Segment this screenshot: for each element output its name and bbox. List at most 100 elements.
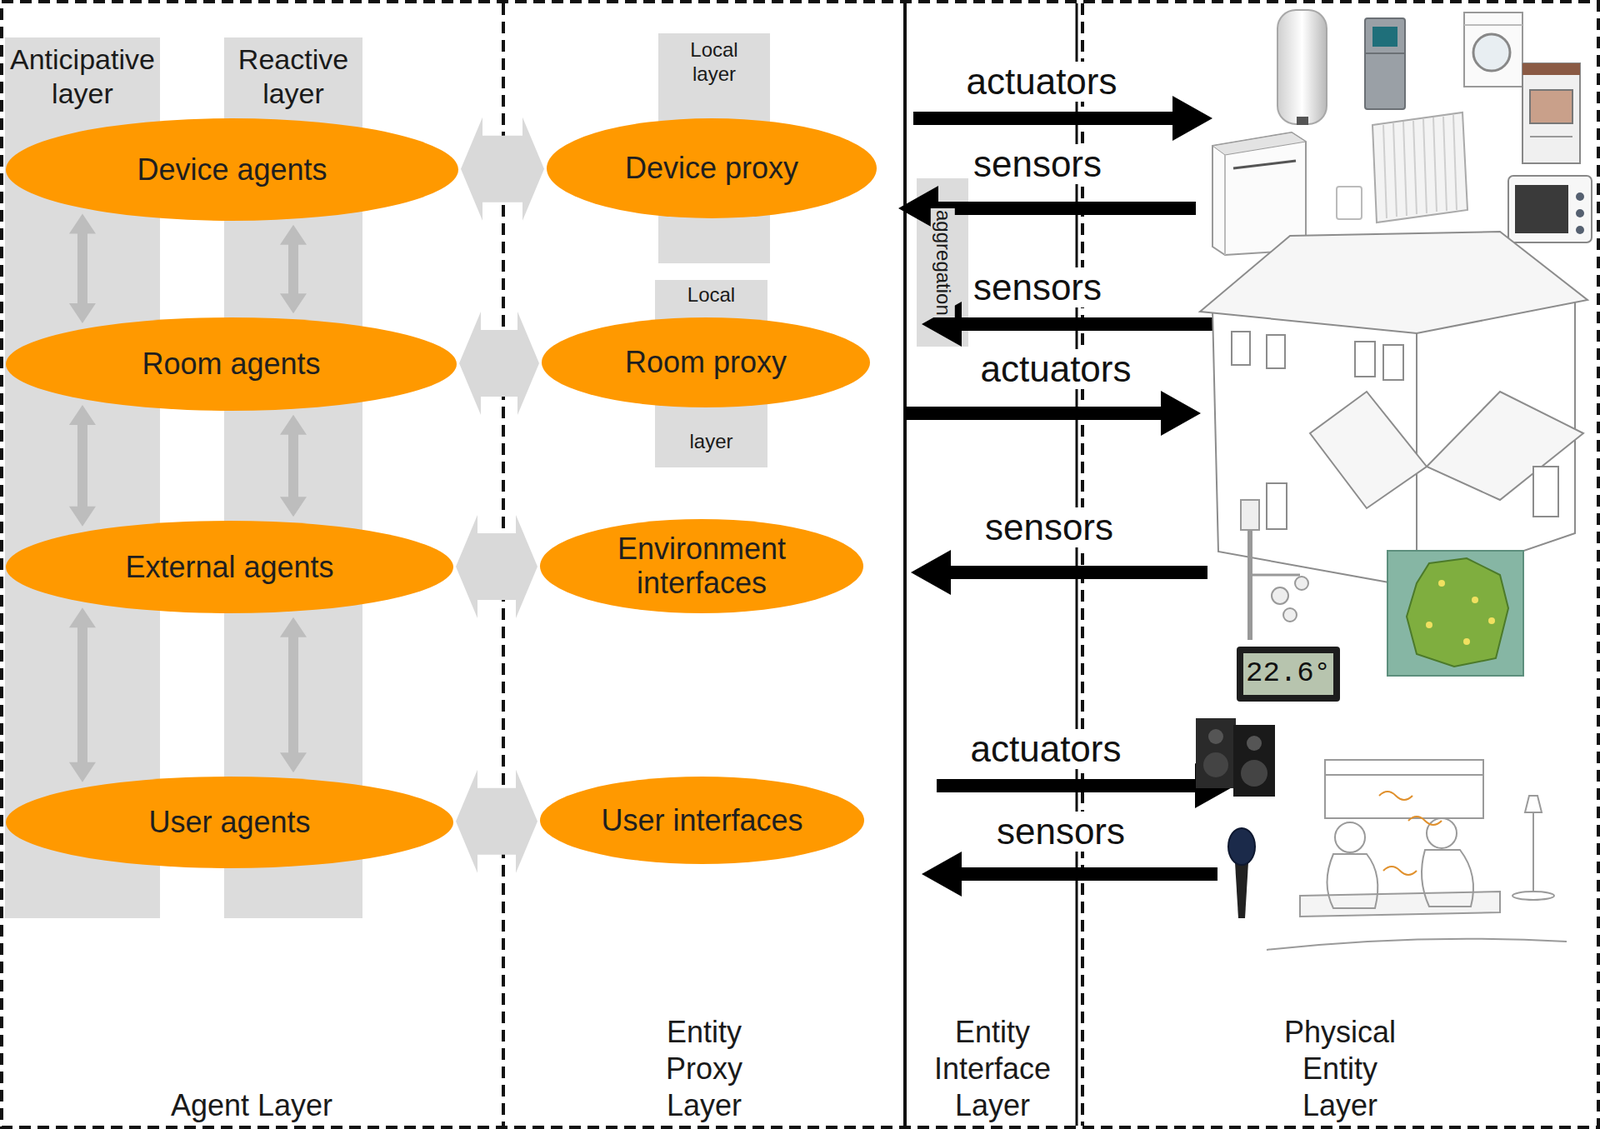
node-label: Local	[687, 283, 735, 308]
weather-station	[1250, 574, 1300, 577]
loudspeakers	[1195, 718, 1275, 797]
loudspeakers	[1240, 760, 1268, 787]
weather-map	[1425, 621, 1433, 629]
ellipse-shape	[5, 317, 457, 411]
ellipse-shape	[541, 317, 870, 408]
house	[1355, 341, 1375, 377]
weather-station	[1283, 608, 1297, 622]
node-label: Environment interfaces	[585, 531, 820, 601]
house	[1426, 391, 1584, 500]
ellipse-shape	[5, 776, 454, 869]
weather-station	[1240, 500, 1309, 640]
weather-station	[1240, 500, 1260, 530]
microwave	[1575, 225, 1585, 235]
house	[1200, 231, 1588, 588]
layer-frame	[903, 3, 907, 1126]
label-anchor: sensors	[970, 267, 1105, 308]
dishwasher	[1212, 132, 1306, 155]
microphone	[1228, 828, 1255, 865]
signal-label: sensors	[970, 267, 1105, 308]
dishwasher	[1233, 160, 1296, 169]
ellipse-node: Room agents	[5, 316, 458, 412]
thermostat	[1336, 186, 1362, 220]
washing-machine	[1473, 34, 1510, 71]
label-anchor: sensors	[981, 507, 1117, 548]
water-heater	[1277, 10, 1327, 125]
ellipse-node: Device proxy	[545, 117, 878, 220]
cooker	[1522, 63, 1580, 75]
washing-machine	[1464, 24, 1523, 26]
signal-arrow	[936, 763, 1235, 809]
label-anchor: 22.6°	[1245, 658, 1332, 690]
dining-scene	[1300, 891, 1500, 917]
thermometer-display	[1243, 653, 1334, 695]
dining-scene	[1525, 795, 1542, 813]
weather-map	[1406, 558, 1509, 667]
cooker	[1530, 135, 1573, 138]
microwave	[1575, 209, 1585, 218]
fridge	[1365, 52, 1405, 55]
cooker	[1530, 90, 1573, 124]
house	[1383, 345, 1404, 380]
dining-scene	[1266, 760, 1567, 950]
weather-map	[1488, 617, 1495, 625]
node-label: Agent Layer	[170, 1087, 333, 1125]
dining-scene	[1379, 791, 1413, 800]
layer-region: Entity Proxy LayerLocal layerDevice prox…	[503, 0, 905, 1129]
signal-arrow	[913, 95, 1213, 141]
signal-label: sensors	[993, 811, 1129, 852]
house	[1200, 231, 1588, 334]
dining-scene	[1512, 891, 1555, 900]
signal-arrow	[921, 851, 1218, 897]
water-heater	[1296, 116, 1309, 125]
dining-scene	[1335, 822, 1365, 853]
proxy-link-arrow	[459, 311, 540, 415]
microwave	[1515, 185, 1569, 234]
node-label: aggregation	[930, 208, 955, 318]
signal-label: sensors	[970, 144, 1105, 185]
house	[1266, 335, 1285, 369]
label-anchor: sensors	[970, 144, 1105, 185]
dining-scene	[1532, 812, 1535, 892]
label-anchor: sensors	[993, 811, 1129, 852]
label-anchor: actuators	[977, 349, 1135, 390]
weather-map	[1387, 550, 1524, 676]
thermometer-display	[1236, 646, 1340, 702]
radiator	[1433, 117, 1437, 212]
node-label: Entity Proxy Layer	[665, 1014, 743, 1125]
signal-label: actuators	[967, 729, 1125, 770]
dining-scene	[1383, 866, 1417, 875]
dishwasher	[1224, 155, 1226, 255]
signal-label: sensors	[981, 507, 1117, 548]
dining-scene	[1426, 818, 1457, 849]
loudspeakers	[1208, 729, 1224, 745]
dining-scene	[1325, 760, 1484, 819]
ellipse-node: User agents	[5, 775, 455, 870]
ellipse-node: Device agents	[5, 117, 460, 222]
label-anchor: actuators	[963, 61, 1121, 102]
radiator	[1453, 115, 1457, 210]
house	[1310, 391, 1427, 509]
radiator	[1372, 112, 1468, 223]
proxy-link-arrow	[455, 770, 538, 874]
radiator	[1383, 125, 1387, 219]
dining-scene	[1266, 939, 1567, 950]
cooker	[1522, 63, 1580, 164]
radiator	[1393, 123, 1397, 217]
microwave	[1508, 175, 1592, 243]
fridge	[1365, 18, 1405, 110]
node-label: Reactive layer	[238, 42, 349, 111]
weather-map	[1463, 638, 1470, 645]
weather-map	[1438, 580, 1445, 587]
node-label: Room proxy	[625, 345, 787, 380]
layer-region: Physical Entity Layer	[1080, 0, 1600, 1129]
signal-arrow	[910, 550, 1208, 595]
display-reading: 22.6°	[1245, 658, 1332, 690]
weather-map	[1471, 596, 1479, 604]
node-label: Room agents	[141, 346, 320, 381]
loudspeakers	[1246, 735, 1262, 751]
fridge	[1365, 18, 1405, 110]
cooker	[1522, 63, 1580, 164]
